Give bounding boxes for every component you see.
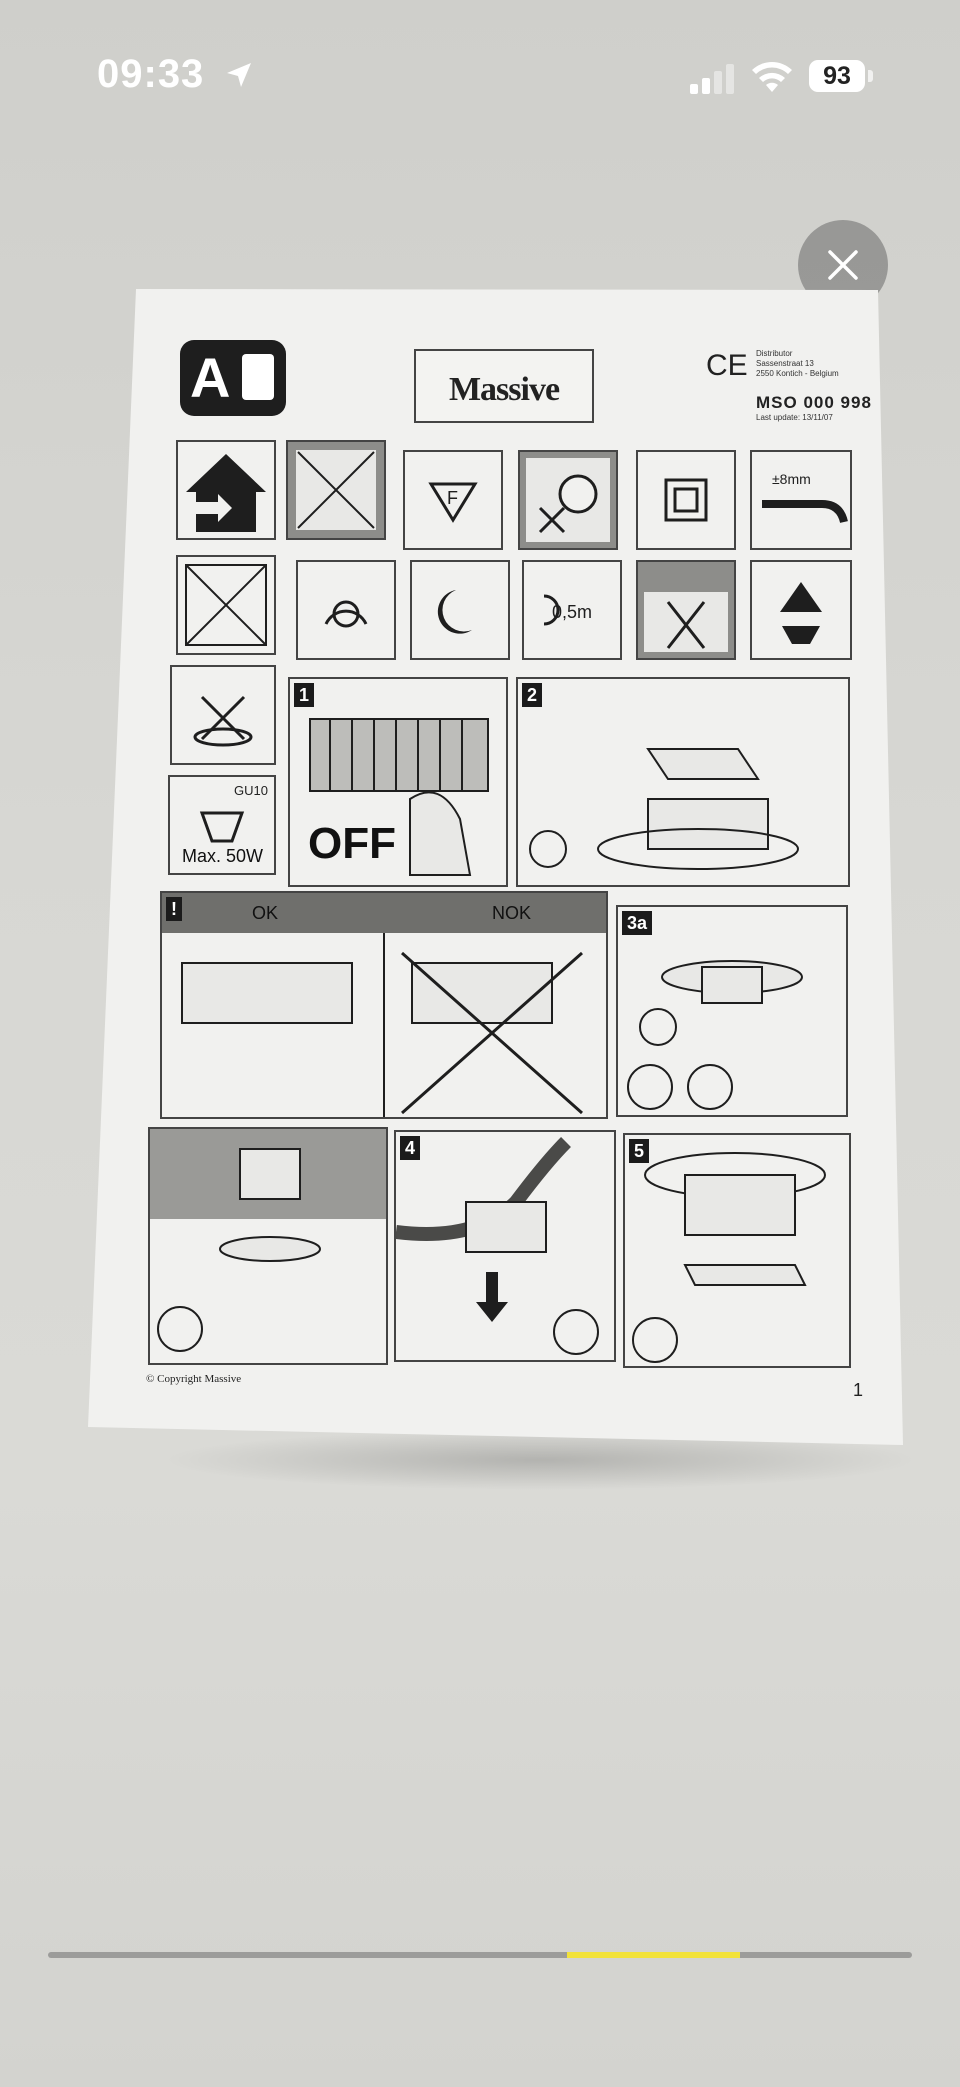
bulb-spec-panel: GU10 Max. 50W (168, 775, 276, 875)
copyright-text: © Copyright Massive (146, 1373, 242, 1385)
orientation-icon (750, 560, 852, 660)
step-3a-panel: 3a (616, 905, 848, 1117)
wire-strip-icon: ±8mm (750, 450, 852, 550)
step-badge: 2 (522, 683, 543, 707)
indoor-use-icon (176, 440, 276, 540)
no-covering-icon (176, 555, 276, 655)
distributor-address: Distributor Sassenstraat 13 2550 Kontich… (756, 349, 839, 378)
no-insulation-cover-icon (518, 450, 618, 550)
dimmable-icon (410, 560, 510, 660)
status-time: 09:33 (97, 52, 205, 96)
off-label: OFF (308, 819, 396, 868)
story-progress-bar[interactable] (48, 1952, 912, 1958)
distance-restriction-icon (286, 440, 386, 540)
bright-lamp-icon (296, 560, 396, 660)
location-arrow-icon (227, 63, 251, 87)
step-5-panel: 5 (623, 1133, 851, 1368)
battery-percent: 93 (823, 62, 851, 90)
cellular-signal-icon (690, 64, 734, 94)
min-distance-icon: 0,5m (522, 560, 622, 660)
step-badge: 5 (629, 1139, 650, 1163)
bulb-type: GU10 (234, 783, 268, 798)
ce-mark: CE (706, 349, 748, 382)
step-4-panel: 4 (394, 1130, 616, 1362)
step-1-panel: 1 OFF (288, 677, 508, 887)
f-mark-icon: F (403, 450, 503, 550)
instruction-sheet: A Massive CE Distributor Sassenstraat 13… (88, 285, 906, 1455)
warning-panel: ! OK NOK (160, 891, 608, 1119)
max-wattage: Max. 50W (182, 846, 264, 866)
step-3b-panel: 3b (148, 1127, 388, 1365)
svg-text:0,5m: 0,5m (552, 602, 592, 622)
a-rating-icon: A (180, 340, 286, 416)
model-code: MSO 000 998 (756, 393, 872, 412)
no-ceiling-mount-icon (636, 560, 736, 660)
brand-logo: Massive (414, 349, 594, 423)
wifi-icon (752, 62, 792, 92)
nok-label: NOK (492, 903, 532, 923)
svg-text:F: F (447, 488, 458, 508)
story-progress-active-segment (567, 1952, 740, 1958)
status-bar: 09:33 93 (0, 0, 960, 130)
battery-indicator: 93 (809, 60, 875, 94)
warning-badge: ! (166, 897, 182, 921)
class-ii-icon (636, 450, 736, 550)
page-number: 1 (853, 1380, 864, 1400)
last-update: Last update: 13/11/07 (756, 413, 833, 422)
step-badge: 3a (622, 911, 653, 935)
no-hanging-icon (170, 665, 276, 765)
step-2-panel: 2 (516, 677, 850, 887)
ok-label: OK (252, 903, 279, 923)
step-badge: 1 (294, 683, 315, 707)
close-icon (828, 250, 858, 280)
svg-text:±8mm: ±8mm (772, 471, 811, 487)
step-badge: 4 (400, 1136, 421, 1160)
